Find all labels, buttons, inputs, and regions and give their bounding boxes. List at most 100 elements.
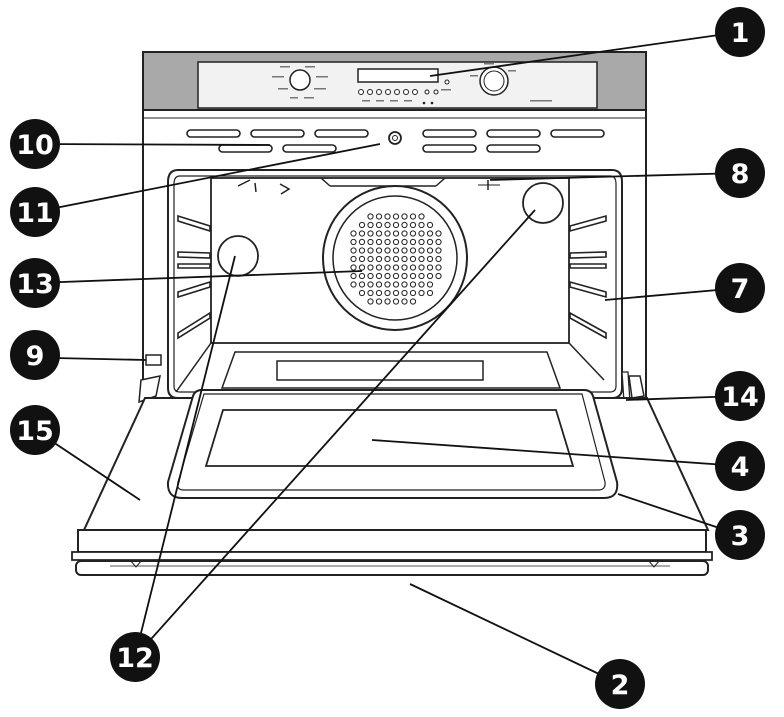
fan-hole <box>426 289 434 297</box>
fan-hole <box>384 247 391 254</box>
fan-hole <box>401 247 408 254</box>
fan-hole <box>375 255 383 263</box>
callout-4-label: 4 <box>731 452 750 483</box>
fan-hole <box>409 221 417 229</box>
fan-hole <box>392 255 400 263</box>
rack-supports-left <box>177 214 211 340</box>
fan-hole <box>409 238 417 246</box>
fan-hole <box>375 247 383 254</box>
callout-14-label: 14 <box>721 382 759 413</box>
fan-hole <box>384 255 391 263</box>
leader-lines <box>34 31 741 685</box>
fan-hole <box>392 221 400 229</box>
convection-fan <box>322 185 468 331</box>
fan-hole <box>367 238 374 246</box>
fan-hole <box>350 272 357 280</box>
fan-hole <box>358 264 366 271</box>
fan-hole <box>426 281 434 288</box>
fan-hole <box>426 238 434 246</box>
left-control-knob <box>289 69 311 91</box>
fan-hole <box>367 213 374 220</box>
fan-hole <box>392 264 400 271</box>
door-window <box>204 409 575 467</box>
fan-hole <box>418 281 425 288</box>
fan-hole <box>435 264 442 271</box>
fan-cover-holes <box>350 213 442 305</box>
fan-hole <box>375 298 383 305</box>
fan-hole <box>358 272 366 280</box>
fan-hole <box>435 255 442 263</box>
fan-hole <box>409 298 417 305</box>
door-latch <box>145 354 162 366</box>
control-panel-controls <box>272 63 552 105</box>
fan-hole <box>401 298 408 305</box>
fan-hole <box>384 264 391 271</box>
fan-hole <box>392 213 400 220</box>
fan-hole <box>435 247 442 254</box>
rack-supports-right <box>569 214 607 340</box>
fan-hole <box>367 230 374 237</box>
fan-hole <box>426 255 434 263</box>
oven-light-left <box>217 235 259 277</box>
fan-hole <box>350 238 357 246</box>
fan-hole <box>401 238 408 246</box>
fan-hole <box>426 272 434 280</box>
fan-hole <box>418 272 425 280</box>
fan-hole <box>384 213 391 220</box>
fan-hole <box>418 238 425 246</box>
fan-hole <box>358 289 366 297</box>
callout-markers: 1 2 3 4 7 8 9 10 <box>10 7 765 709</box>
fan-hole <box>426 264 434 271</box>
fan-hole <box>426 247 434 254</box>
display-window <box>357 68 439 83</box>
fan-hole <box>418 213 425 220</box>
fan-hole <box>409 272 417 280</box>
fan-hole <box>350 255 357 263</box>
fan-hole <box>409 230 417 237</box>
callout-13-label: 13 <box>16 269 54 300</box>
fan-hole <box>375 281 383 288</box>
fan-hole <box>367 281 374 288</box>
fan-hole <box>367 272 374 280</box>
fan-hole <box>426 230 434 237</box>
fan-hole <box>375 264 383 271</box>
keypad-buttons <box>358 79 450 95</box>
fan-hole <box>418 247 425 254</box>
floor-element <box>276 360 484 381</box>
fan-hole <box>358 255 366 263</box>
fan-hole <box>418 221 425 229</box>
callout-8: 8 <box>715 148 765 198</box>
fan-hole <box>418 255 425 263</box>
fan-hole <box>392 247 400 254</box>
fan-hole <box>367 247 374 254</box>
fan-hole <box>367 221 374 229</box>
fan-hole <box>409 255 417 263</box>
fan-hole <box>350 281 357 288</box>
fan-hole <box>375 272 383 280</box>
fan-hole <box>384 298 391 305</box>
fan-hole <box>384 272 391 280</box>
fan-hole <box>358 221 366 229</box>
fan-hole <box>367 264 374 271</box>
callout-9-label: 9 <box>26 341 45 372</box>
callout-2: 2 <box>595 659 645 709</box>
fan-hole <box>418 230 425 237</box>
callout-12: 12 <box>110 632 160 682</box>
callout-15-label: 15 <box>16 416 54 447</box>
fan-hole <box>375 238 383 246</box>
fan-hole <box>384 230 391 237</box>
callout-13: 13 <box>10 258 60 308</box>
fan-hole <box>358 247 366 254</box>
fan-hole <box>401 281 408 288</box>
callout-3-label: 3 <box>731 521 750 552</box>
callout-11-label: 11 <box>16 198 54 229</box>
callout-7: 7 <box>715 263 765 313</box>
fan-hole <box>401 255 408 263</box>
fan-hole <box>367 298 374 305</box>
fan-hole <box>392 298 400 305</box>
oven-door <box>71 389 713 576</box>
fan-hole <box>392 289 400 297</box>
fan-hole <box>367 289 374 297</box>
fan-hole <box>435 238 442 246</box>
fan-hole <box>375 230 383 237</box>
